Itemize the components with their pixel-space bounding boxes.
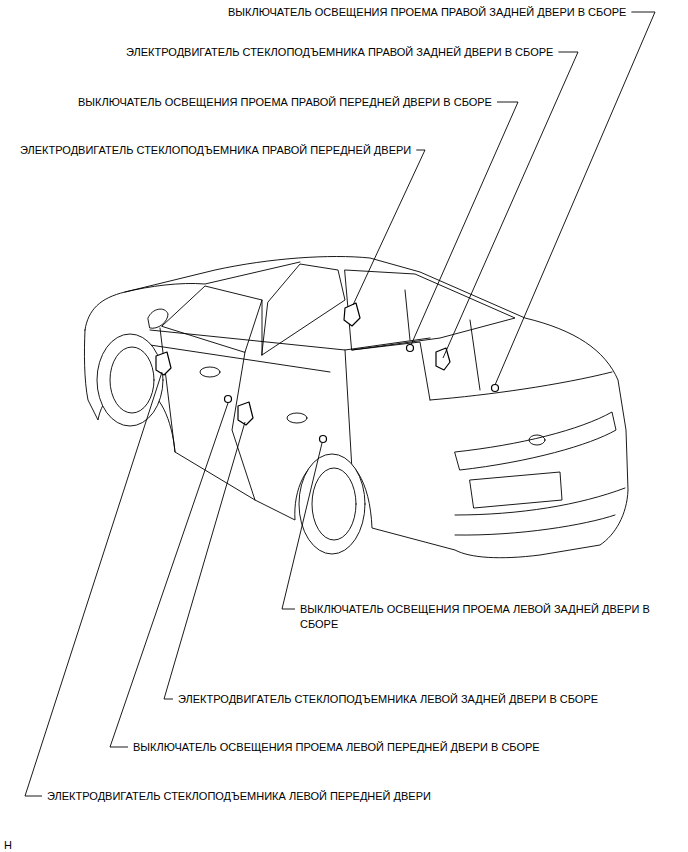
courtesy-switch xyxy=(320,436,327,443)
trunk-line xyxy=(430,372,612,400)
leader-line xyxy=(25,372,162,796)
front-wheel xyxy=(97,334,163,426)
part-label: ЭЛЕКТРОДВИГАТЕЛЬ СТЕКЛОПОДЪЕМНИКА ЛЕВОЙ … xyxy=(178,692,598,707)
front-rim xyxy=(110,347,154,413)
front-window xyxy=(162,286,262,352)
courtesy-switch xyxy=(225,396,232,403)
window-motor xyxy=(436,348,450,370)
part-label: ВЫКЛЮЧАТЕЛЬ ОСВЕЩЕНИЯ ПРОЕМА ПРАВОЙ ПЕРЕ… xyxy=(78,95,492,110)
leader-line xyxy=(164,422,245,699)
tail-light xyxy=(455,412,616,470)
window-motor xyxy=(344,303,360,326)
mirror xyxy=(148,309,168,328)
part-label: ВЫКЛЮЧАТЕЛЬ ОСВЕЩЕНИЯ ПРОЕМА ПРАВОЙ ЗАДН… xyxy=(228,5,626,20)
door-handle xyxy=(287,413,307,423)
license-area xyxy=(470,472,562,508)
rear-side-window xyxy=(262,264,345,355)
part-label: ЭЛЕКТРОДВИГАТЕЛЬ СТЕКЛОПОДЪЕМНИКА ПРАВОЙ… xyxy=(126,45,553,60)
rear-rim xyxy=(312,468,356,540)
emblem xyxy=(529,435,545,445)
part-label: ЭЛЕКТРОДВИГАТЕЛЬ СТЕКЛОПОДЪЕМНИКА ЛЕВОЙ … xyxy=(47,789,431,804)
figure-code: H xyxy=(4,838,12,852)
leader-line xyxy=(411,102,518,345)
window-motor xyxy=(238,402,253,425)
part-label: ВЫКЛЮЧАТЕЛЬ ОСВЕЩЕНИЯ ПРОЕМА ЛЕВОЙ ПЕРЕД… xyxy=(133,740,540,755)
side-belt-line xyxy=(150,330,430,372)
car-body xyxy=(84,257,628,558)
rear-wheel xyxy=(299,454,365,554)
bumper-line xyxy=(455,488,625,535)
part-label: ЭЛЕКТРОДВИГАТЕЛЬ СТЕКЛОПОДЪЕМНИКА ПРАВОЙ… xyxy=(20,143,411,158)
interior-line xyxy=(352,290,480,400)
window-motor xyxy=(156,352,171,375)
leader-line xyxy=(495,12,655,385)
door-handle xyxy=(200,367,220,377)
part-label: ВЫКЛЮЧАТЕЛЬ ОСВЕЩЕНИЯ ПРОЕМА ЛЕВОЙ ЗАДНЕ… xyxy=(300,602,652,632)
courtesy-switch xyxy=(407,345,414,352)
courtesy-switch xyxy=(492,385,499,392)
leader-line xyxy=(282,443,322,609)
leader-line xyxy=(353,150,425,305)
